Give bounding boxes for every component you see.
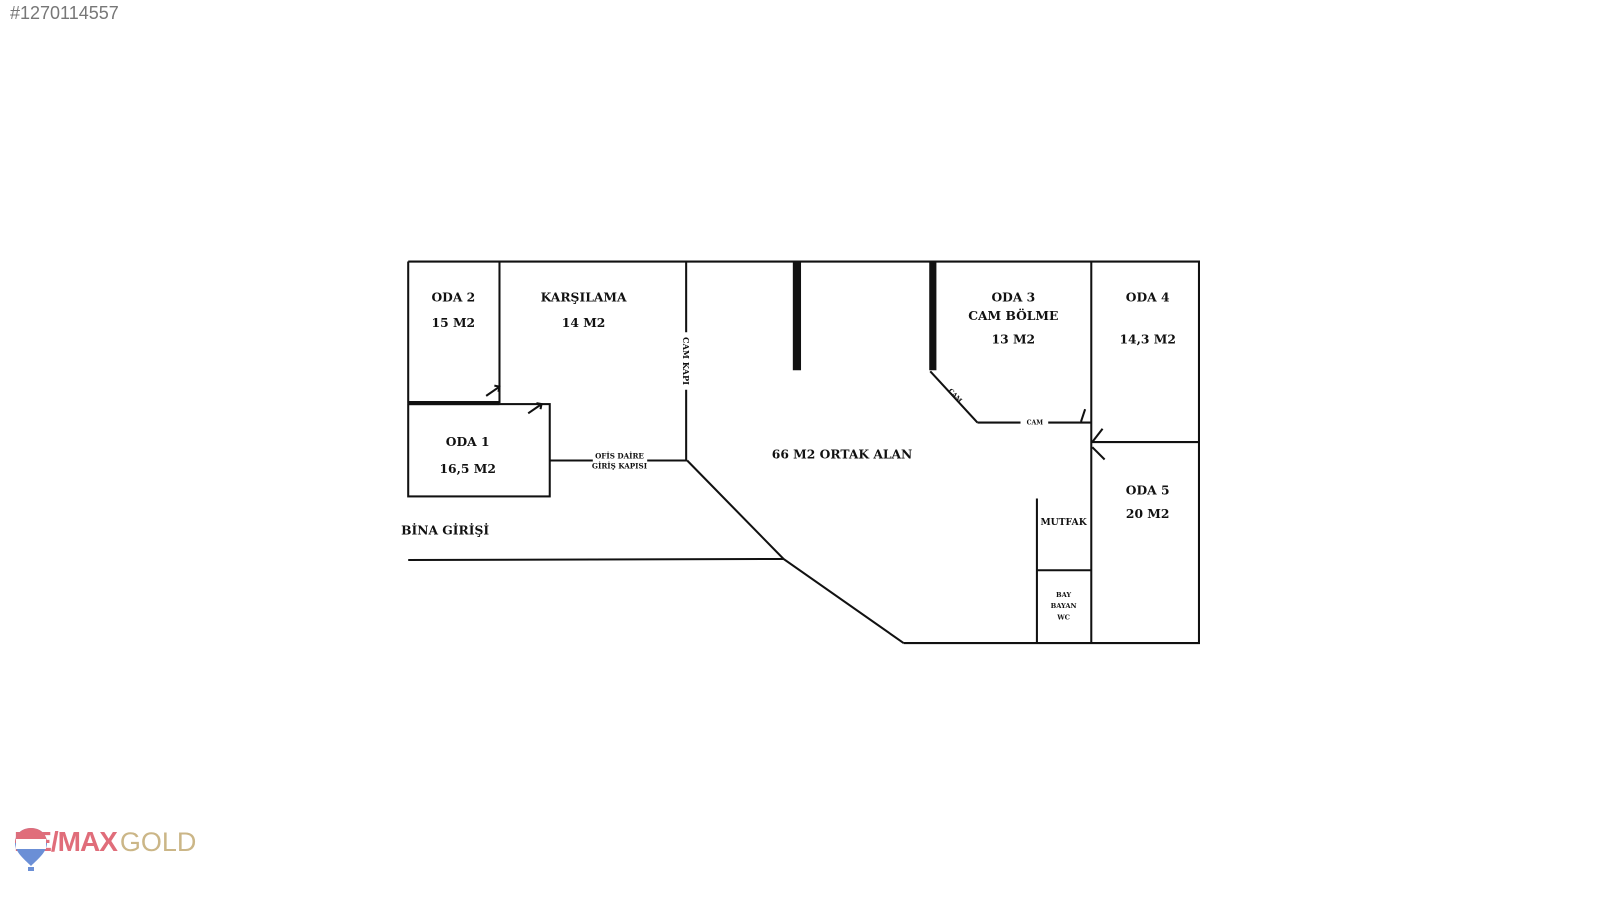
outer-wall <box>407 260 1200 645</box>
door-oda1 <box>527 402 543 415</box>
diagonal-wall <box>686 459 905 644</box>
bina-girisi-label: BİNA GİRİŞİ <box>401 522 489 537</box>
logo-suffix: GOLD <box>119 827 197 857</box>
entry-label-1: OFİS DAİRE <box>595 451 644 460</box>
cam-horizontal-label: CAM <box>1027 420 1044 427</box>
listing-id: #1270114557 <box>10 3 119 23</box>
oda3-sub: CAM BÖLME <box>968 307 1058 323</box>
door-oda4 <box>1091 428 1104 443</box>
door-oda2 <box>485 384 501 397</box>
oda1-area: 16,5 M2 <box>439 461 495 476</box>
entry-label-2: GİRİŞ KAPISI <box>592 462 648 471</box>
cam-kapi-label: CAM KAPI <box>681 337 691 385</box>
karsilama-name: KARŞILAMA <box>541 290 627 305</box>
column-2 <box>929 261 937 371</box>
column-1 <box>792 261 802 371</box>
door-oda5 <box>1091 446 1106 461</box>
oda4-area: 14,3 M2 <box>1119 332 1175 347</box>
oda1-name: ODA 1 <box>446 434 490 449</box>
wc-line3: WC <box>1056 613 1070 621</box>
oda5-name: ODA 5 <box>1126 482 1170 497</box>
door-oda3 <box>1080 408 1087 422</box>
cam-diagonal <box>929 370 979 424</box>
oda2-area: 15 M2 <box>432 315 476 330</box>
oda5-area: 20 M2 <box>1126 506 1170 521</box>
oda1-walls <box>407 403 551 498</box>
cam-diagonal-label: CAM <box>947 387 963 404</box>
karsilama-area: 14 M2 <box>562 315 606 330</box>
bina-line <box>408 557 784 562</box>
oda3-area: 13 M2 <box>992 332 1036 347</box>
mutfak-label: MUTFAK <box>1040 517 1087 528</box>
wc-line2: BAYAN <box>1051 602 1077 610</box>
oda4-name: ODA 4 <box>1126 290 1170 305</box>
balloon-icon <box>15 828 47 871</box>
ortak-alan-label: 66 M2 ORTAK ALAN <box>772 446 913 461</box>
oda3-name: ODA 3 <box>991 290 1035 305</box>
wc-line1: BAY <box>1056 591 1071 599</box>
oda2-name: ODA 2 <box>431 290 475 305</box>
